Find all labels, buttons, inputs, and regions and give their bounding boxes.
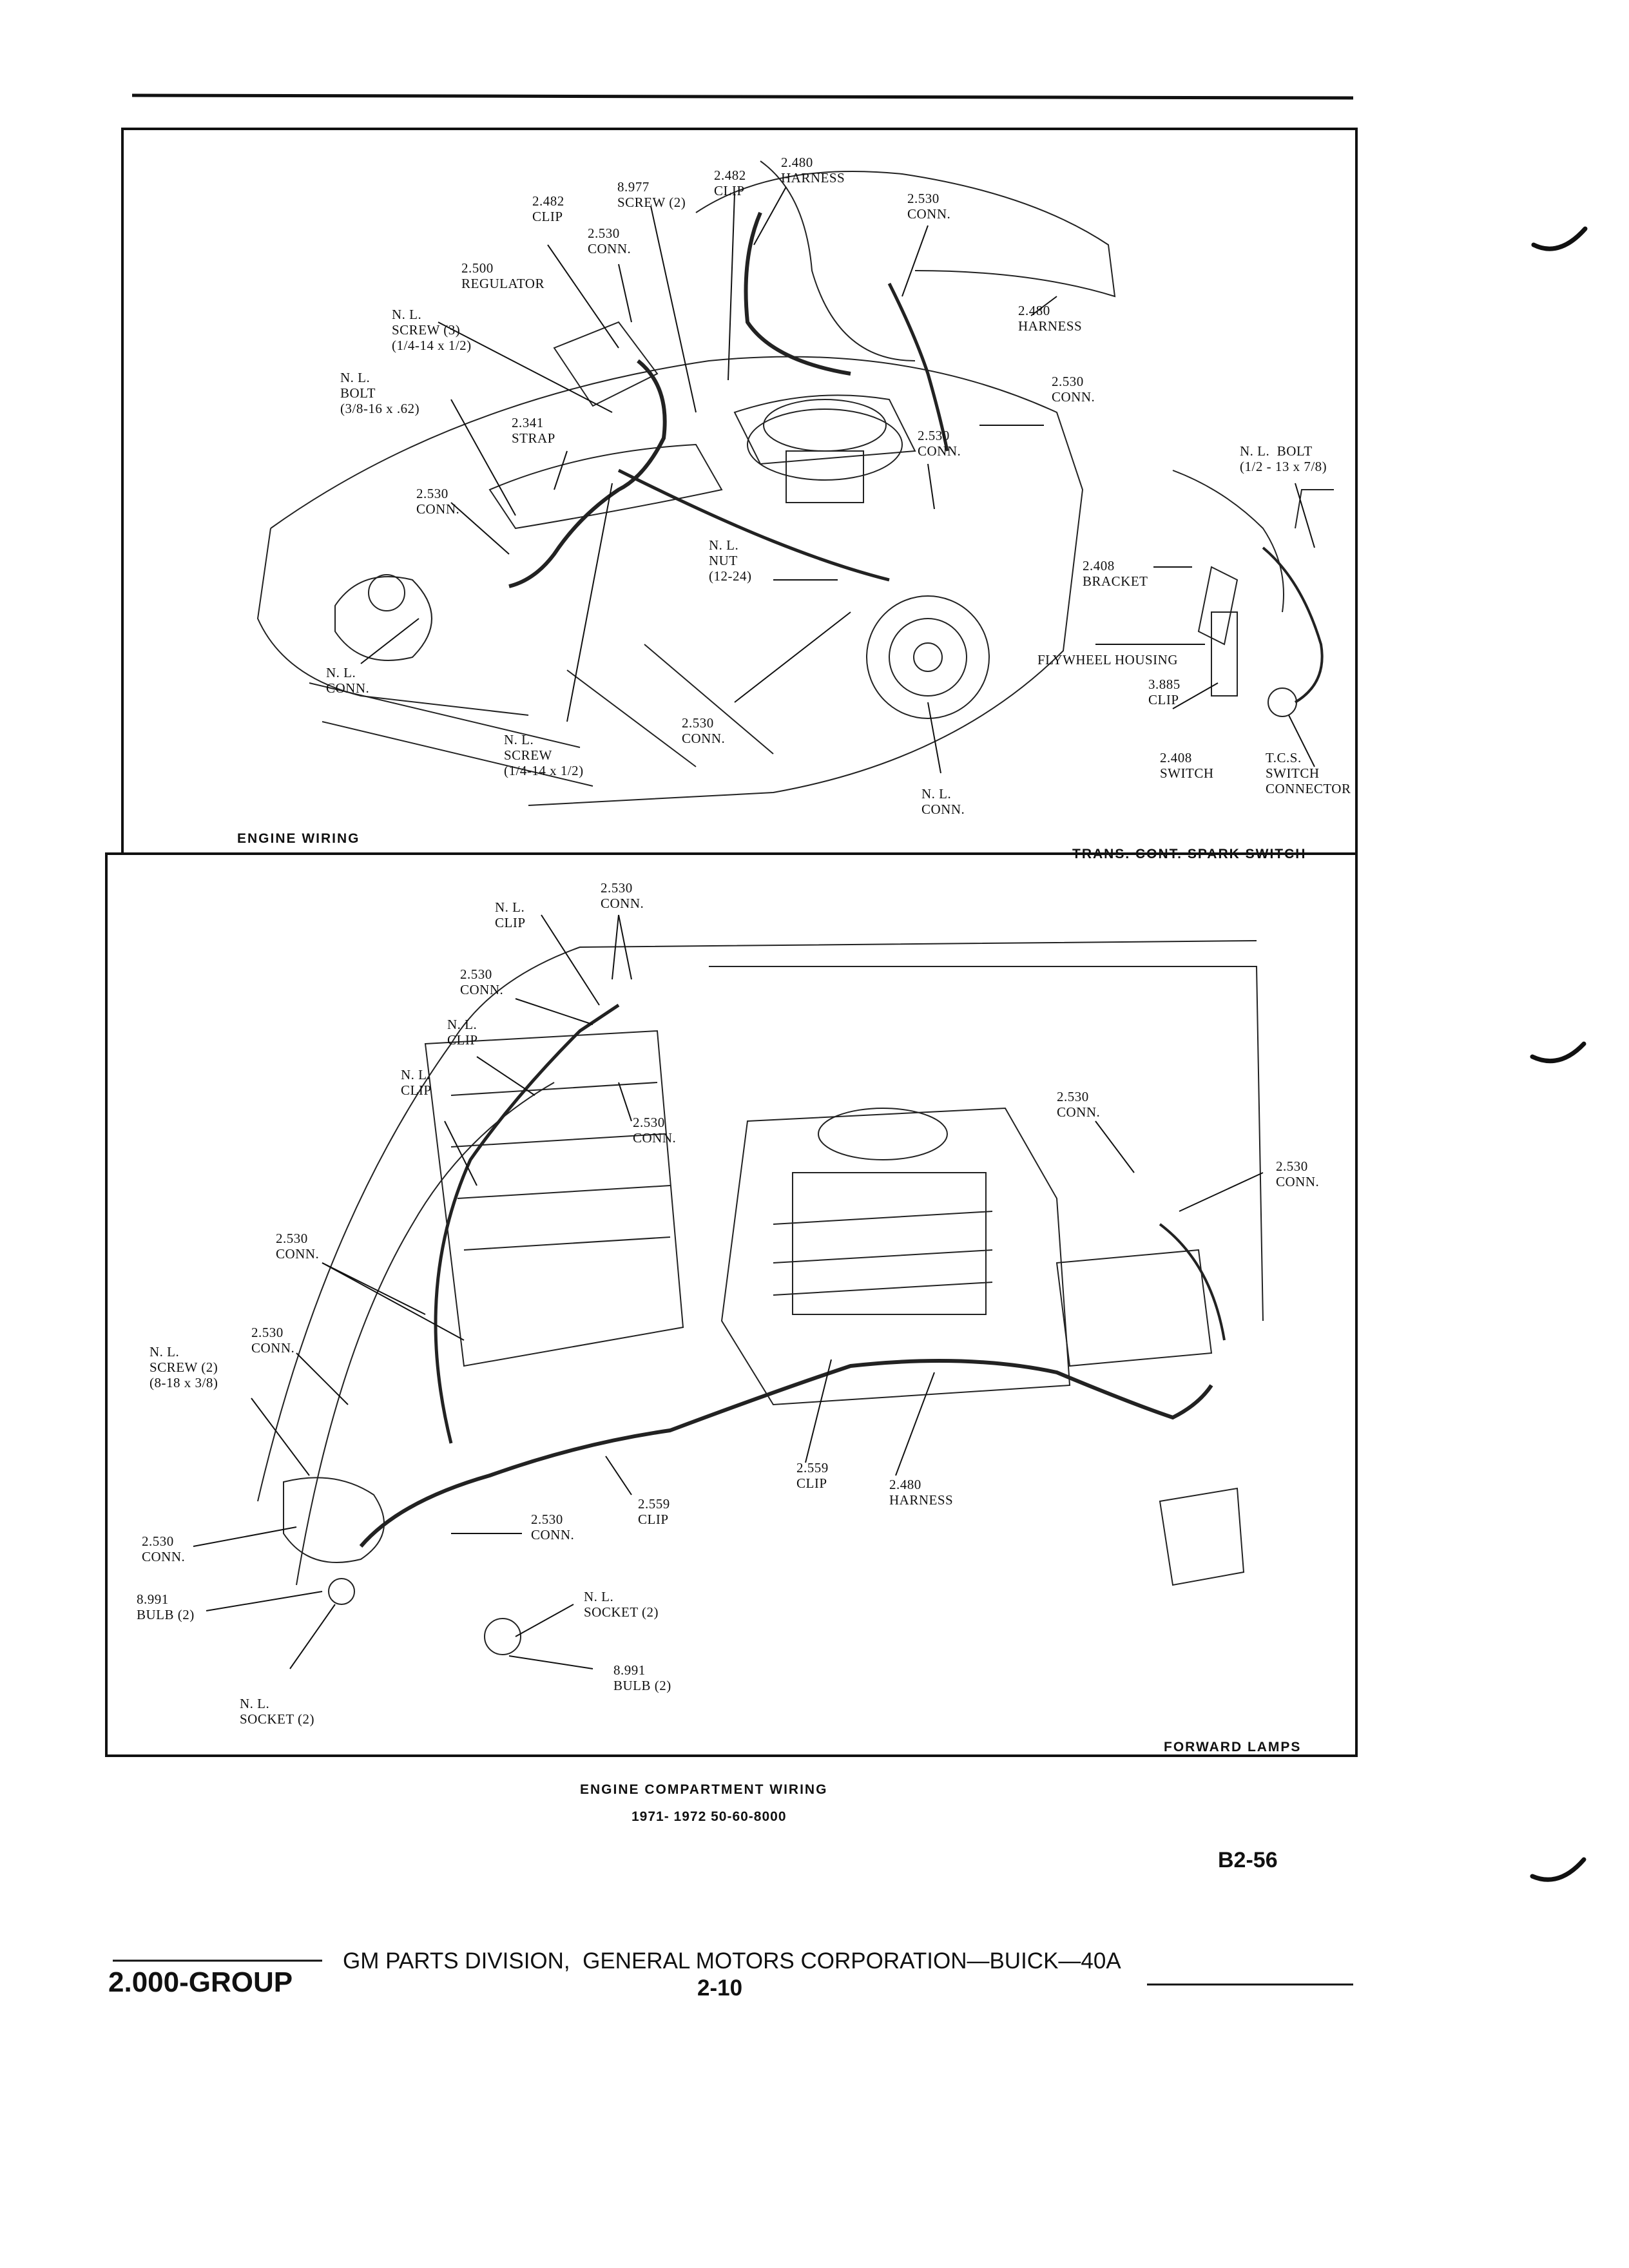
clip-nl-b-label: N. L.CLIP [447, 1017, 478, 1048]
figure-number: B2-56 [1218, 1848, 1278, 1872]
socket-nl-b-label: N. L.SOCKET (2) [240, 1696, 315, 1727]
bolt-nl-label: N. L.BOLT(3/8-16 x .62) [340, 370, 420, 416]
conn-nl-b-label: N. L.CONN. [921, 786, 965, 817]
bolt-nl-b-label: N. L. BOLT(1/2 - 13 x 7/8) [1240, 443, 1327, 474]
conn-nl-a-label: N. L.CONN. [326, 665, 370, 696]
binder-mark [1531, 226, 1588, 251]
page-number: 2-10 [697, 1975, 743, 2001]
clip-nl-a-label: N. L.CLIP [495, 899, 526, 930]
figure-years: 1971- 1972 50-60-8000 [631, 1809, 787, 1824]
screw-nl-b-label: N. L.SCREW(1/4-14 x 1/2) [504, 732, 584, 778]
clip-nl-c-label: N. L.CLIP [401, 1067, 432, 1098]
division-line: GM PARTS DIVISION, GENERAL MOTORS CORPOR… [343, 1948, 1121, 1974]
socket-nl-a-label: N. L.SOCKET (2) [584, 1589, 659, 1620]
screw-nl-label: N. L.SCREW (3)(1/4-14 x 1/2) [392, 307, 472, 353]
group-label: 2.000-GROUP [108, 1966, 293, 1998]
figure-title: ENGINE COMPARTMENT WIRING [580, 1782, 828, 1797]
forward-lamps-caption: FORWARD LAMPS [1164, 1740, 1302, 1754]
nut-nl-label: N. L.NUT(12-24) [709, 537, 752, 584]
binder-mark [1530, 1857, 1586, 1882]
flywheel-housing-label: FLYWHEEL HOUSING [1037, 652, 1179, 668]
trans-cont-caption: TRANS. CONT. SPARK SWITCH [1072, 847, 1307, 861]
screw-nl-c-label: N. L.SCREW (2)(8-18 x 3/8) [149, 1344, 218, 1390]
binder-mark [1530, 1041, 1586, 1064]
engine-wiring-caption: ENGINE WIRING [237, 831, 360, 846]
